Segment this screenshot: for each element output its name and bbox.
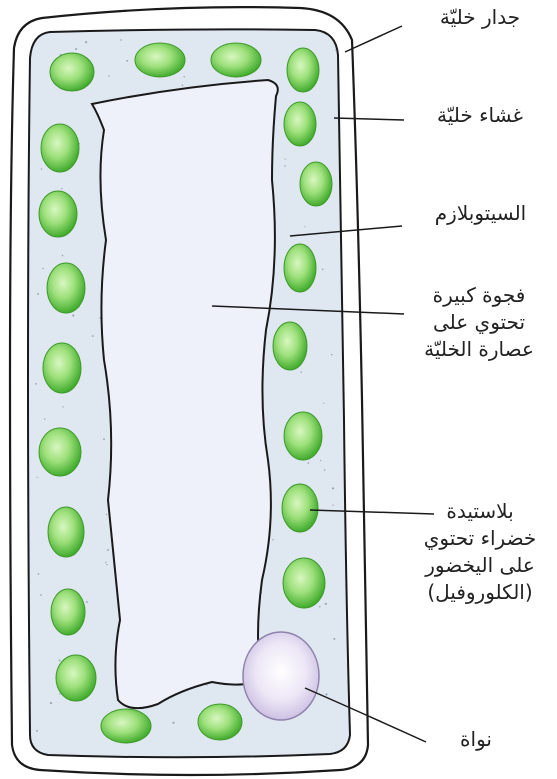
granule-dot	[36, 730, 38, 732]
granule-dot	[332, 504, 333, 505]
granule-dot	[59, 660, 61, 662]
vacuole-label-line-3: عصارة الخليّة	[404, 336, 554, 363]
granule-dot	[92, 335, 94, 337]
granule-dot	[41, 168, 43, 170]
granule-dot	[106, 514, 107, 515]
granule-dot	[42, 268, 44, 270]
granule-dot	[324, 469, 326, 471]
granule-dot	[323, 403, 324, 404]
granule-dot	[44, 418, 46, 420]
chloroplast	[48, 507, 84, 557]
granule-dot	[107, 549, 109, 551]
chloroplast	[47, 263, 85, 313]
chloroplast-label-line-3: على اليخضور	[404, 552, 556, 579]
granule-dot	[284, 165, 286, 167]
granule-dot	[322, 269, 324, 271]
chloroplast	[39, 428, 81, 476]
granule-dot	[206, 684, 207, 685]
granule-dot	[320, 460, 321, 461]
vacuole-label-line-2: تحتوي على	[404, 309, 554, 336]
granule-dot	[72, 314, 74, 316]
vacuole-label-line-1: فجوة كبيرة	[404, 282, 554, 309]
chloroplast	[282, 484, 318, 532]
granule-dot	[183, 76, 185, 78]
granule-dot	[36, 477, 37, 478]
granule-dot	[86, 601, 88, 603]
granule-dot	[85, 41, 87, 43]
granule-dot	[40, 594, 42, 596]
chloroplast	[51, 589, 85, 635]
chloroplast	[39, 191, 77, 237]
chloroplast	[50, 53, 94, 91]
granule-dot	[182, 84, 184, 86]
chloroplast-label-line-2: خضراء تحتوي	[404, 525, 556, 552]
granule-dot	[62, 255, 64, 257]
chloroplast	[300, 162, 332, 206]
chloroplast	[283, 558, 325, 608]
chloroplast-label-line-4: (الكلوروفيل)	[404, 579, 556, 606]
nucleus	[243, 632, 319, 720]
granule-dot	[103, 438, 105, 440]
chloroplast	[56, 655, 96, 701]
chloroplast	[135, 43, 185, 77]
granule-dot	[106, 564, 107, 565]
granule-dot	[172, 722, 174, 724]
granule-dot	[105, 562, 107, 564]
granule-dot	[285, 158, 286, 159]
chloroplast	[287, 48, 319, 92]
cell-wall-leader	[345, 26, 402, 52]
chloroplast	[41, 124, 79, 172]
granule-dot	[307, 462, 309, 464]
chloroplast	[198, 704, 242, 740]
granule-dot	[325, 693, 327, 695]
chloroplast	[101, 709, 151, 743]
cytoplasm-label: السيتوبلازم	[408, 200, 553, 227]
granule-dot	[37, 293, 39, 295]
granule-dot	[62, 406, 63, 407]
chloroplast	[273, 322, 307, 370]
cell-membrane-label: غشاء خليّة	[410, 102, 550, 129]
granule-dot	[272, 539, 274, 541]
granule-dot	[61, 188, 62, 189]
granule-dot	[108, 75, 110, 77]
granule-dot	[331, 354, 332, 355]
granule-dot	[319, 606, 321, 608]
vacuole-label: فجوة كبيرة تحتوي على عصارة الخليّة	[404, 282, 554, 363]
granule-dot	[50, 702, 52, 704]
chloroplast	[284, 412, 322, 460]
cell-wall-label: جدار خليّة	[410, 4, 550, 31]
granule-dot	[35, 383, 37, 385]
granule-dot	[335, 49, 336, 50]
granule-dot	[325, 603, 327, 605]
chloroplast	[43, 343, 81, 393]
granule-dot	[300, 372, 301, 373]
granule-dot	[332, 487, 334, 489]
chloroplast	[211, 43, 261, 77]
granule-dot	[304, 226, 305, 227]
granule-dot	[59, 693, 60, 694]
granule-dot	[333, 638, 335, 640]
granule-dot	[120, 39, 122, 41]
chloroplast-label-line-1: بلاستيدة	[404, 498, 556, 525]
large-vacuole	[92, 80, 278, 708]
granule-dot	[126, 60, 128, 62]
chloroplast	[284, 102, 316, 146]
chloroplast-label: بلاستيدة خضراء تحتوي على اليخضور (الكلور…	[404, 498, 556, 606]
chloroplast	[284, 244, 316, 292]
granule-dot	[75, 48, 77, 50]
nucleus-label: نواة	[426, 726, 526, 753]
granule-dot	[38, 573, 40, 575]
